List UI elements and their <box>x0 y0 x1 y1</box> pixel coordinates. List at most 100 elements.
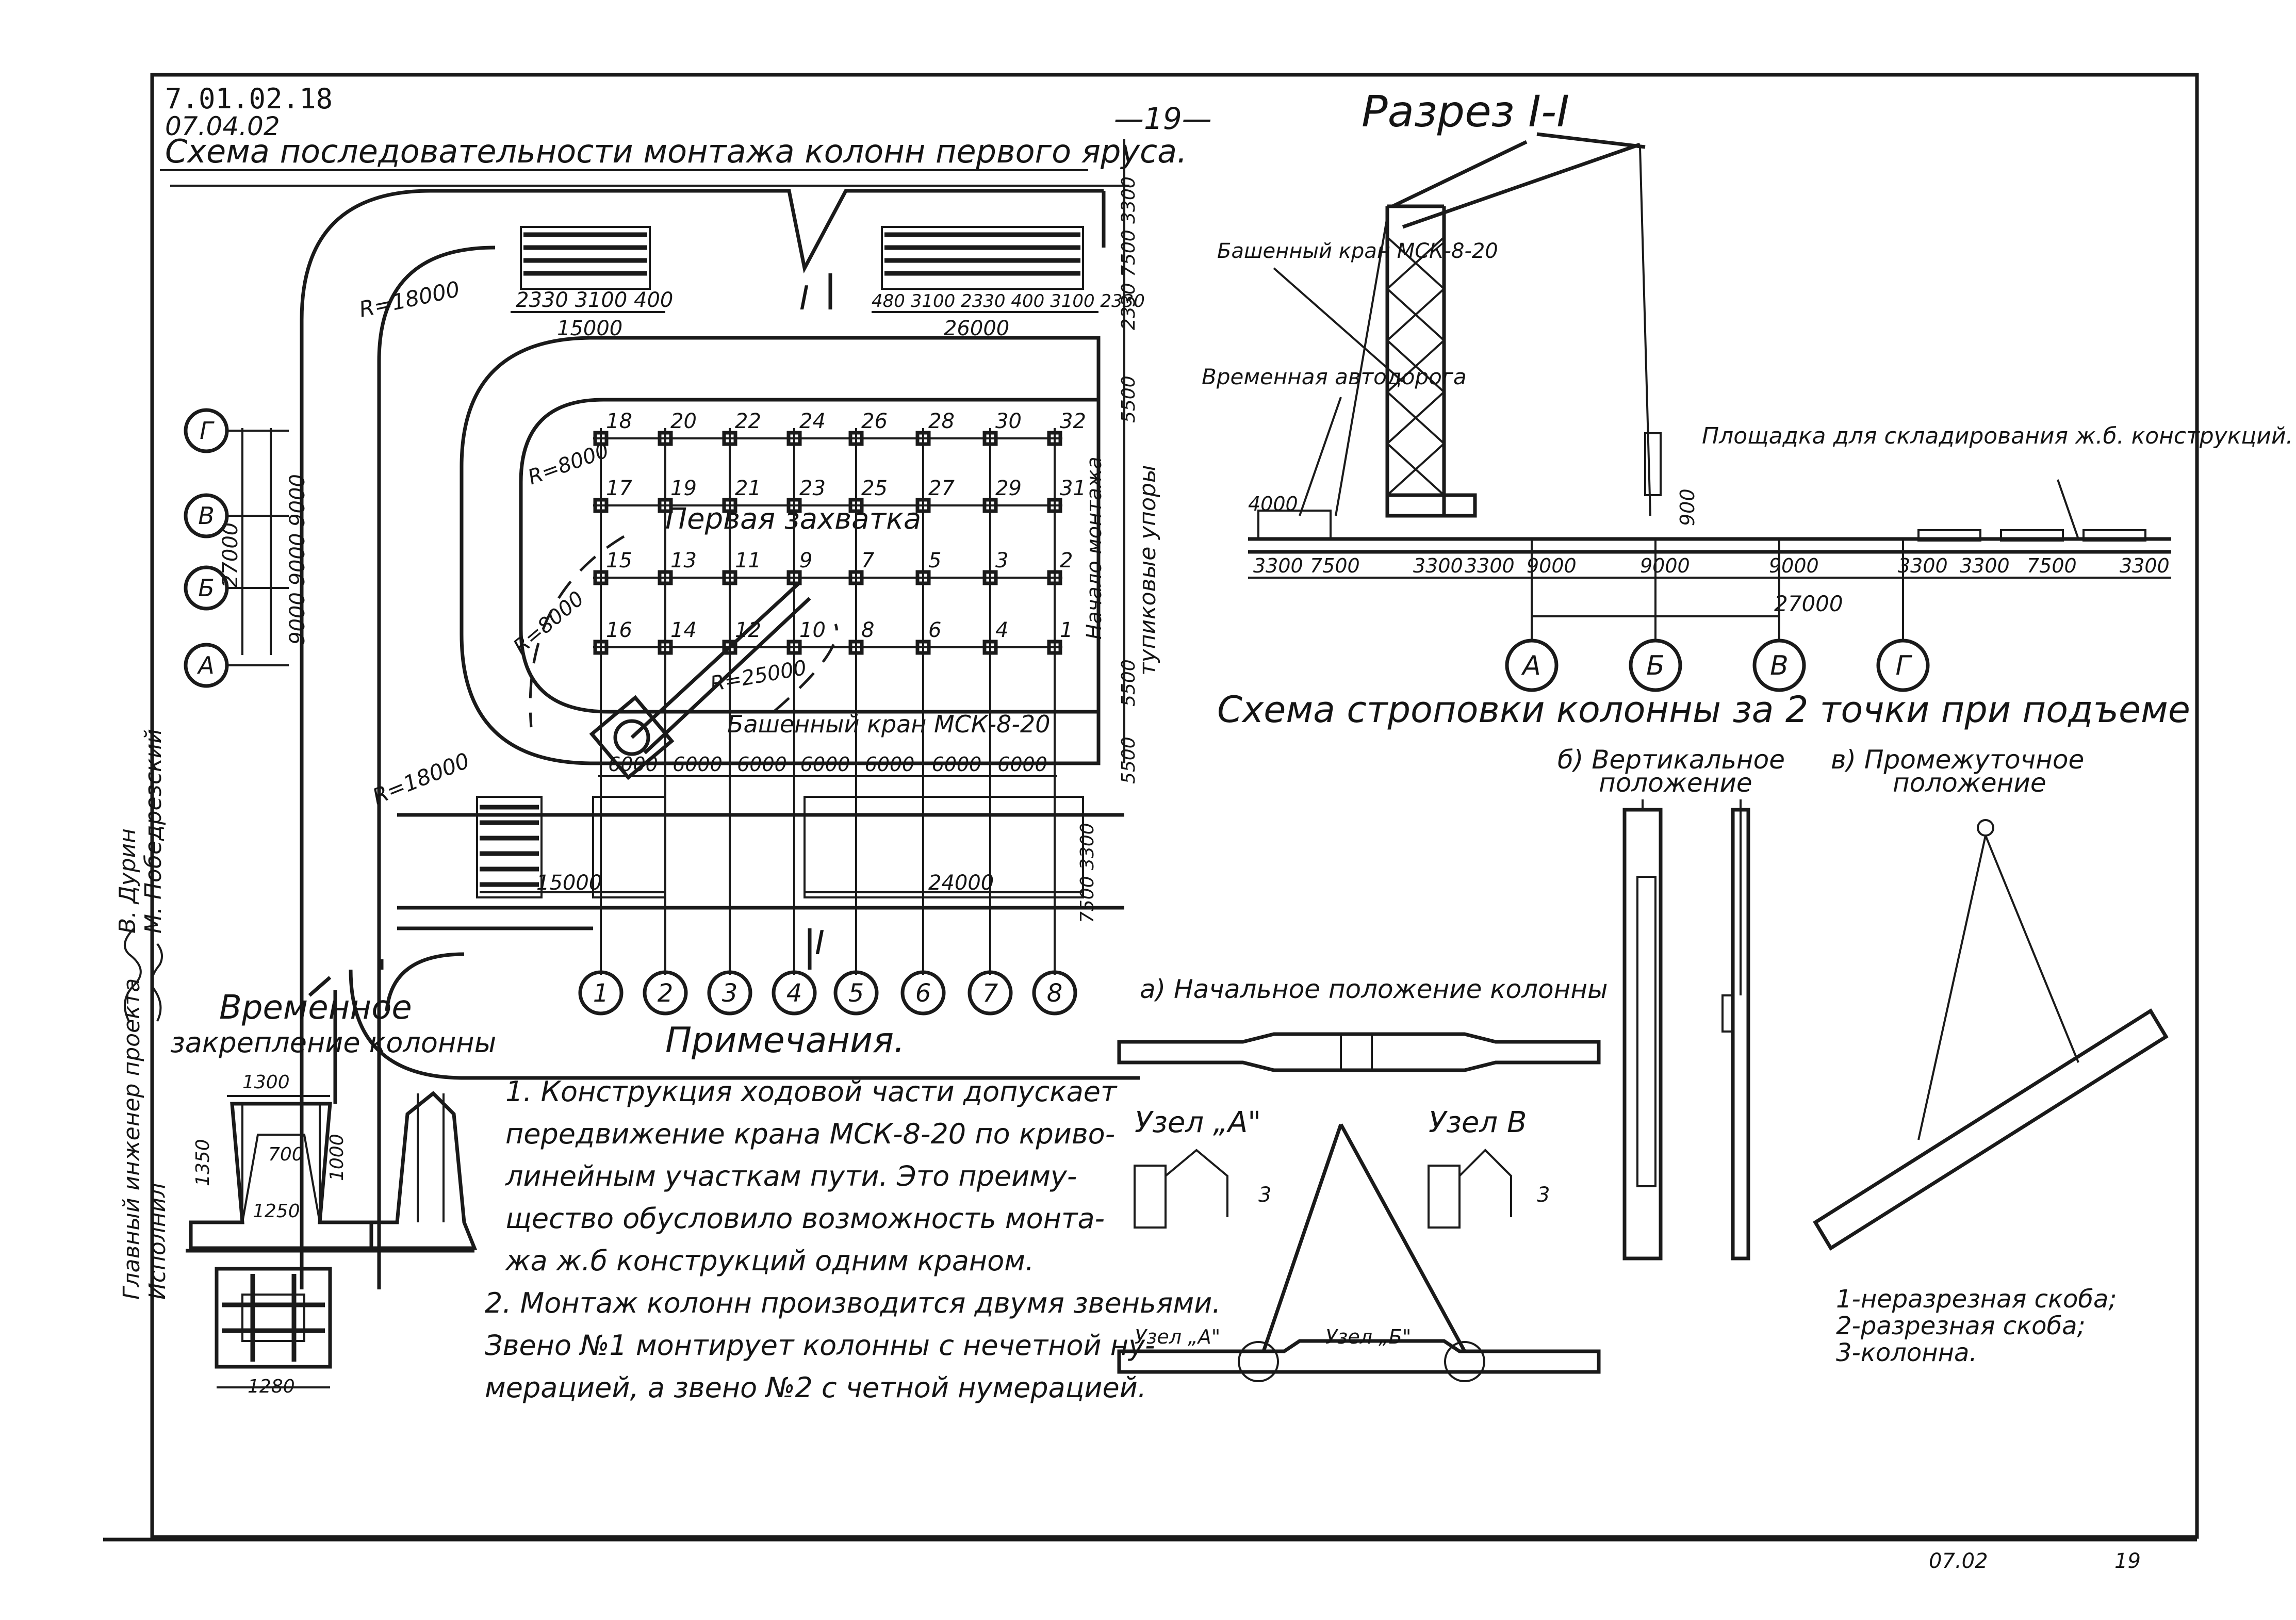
section-axis-marker <box>1505 639 1559 692</box>
temp-fix-dim-label: 1300 <box>242 1072 290 1093</box>
column-number-label: 14 <box>670 618 697 642</box>
dim-left-total: 15000 <box>557 317 622 340</box>
row-axis-label: Б <box>198 574 215 602</box>
section-dim-label: 3300 <box>1465 554 1515 577</box>
intermediate-position-2: положение <box>1893 768 2046 798</box>
section-dim-4000: 4000 <box>1248 493 1298 515</box>
section-dim-label: 9000 <box>1640 554 1690 577</box>
column-number-label: 23 <box>799 477 826 500</box>
column-number-label: 9 <box>799 549 812 572</box>
section-marker-top: I <box>799 280 809 318</box>
storage-stack-top-left <box>520 226 651 290</box>
temp-fix-dim-label: 1250 <box>253 1201 300 1222</box>
column-number-label: 11 <box>735 549 761 572</box>
storage-area-bottom-right <box>803 796 1084 898</box>
temp-fix-dim-label: 1350 <box>192 1139 214 1186</box>
column-number-label: 6 <box>928 618 941 642</box>
dim-left-parts: 2330 3100 400 <box>516 288 673 312</box>
column-number-label: 3 <box>995 549 1008 572</box>
signatory-name-2: М. Победрезский <box>140 729 167 934</box>
signatory-name-1: В. Дурин <box>114 828 141 934</box>
slinging-title: Схема строповки колонны за 2 точки при п… <box>1217 689 2190 731</box>
column-number-label: 1 <box>1060 618 1073 642</box>
sling-legend-item: 1-неразрезная скоба; <box>1836 1285 2117 1314</box>
stop-label: тупиковые упоры <box>1135 465 1161 676</box>
column-number-label: 2 <box>1060 549 1073 572</box>
column-spacing-label: 6000 <box>932 753 982 776</box>
dim-axes-total: 27000 <box>219 522 242 588</box>
column-number-label: 32 <box>1060 410 1086 433</box>
column-axis-label: 4 <box>786 979 802 1008</box>
node-b-callout: Узел „Б" <box>1325 1326 1411 1348</box>
section-dim-label: 9000 <box>1769 554 1819 577</box>
note-line: передвижение крана МСК-8-20 по криво- <box>505 1118 1115 1150</box>
column-axis-label: 8 <box>1047 979 1063 1008</box>
intermediate-position-1: в) Промежуточное <box>1831 745 2084 775</box>
column-number-label: 5 <box>928 549 941 572</box>
column-number-label: 20 <box>670 410 697 433</box>
section-axis-label: В <box>1770 650 1789 681</box>
section-title: Разрез I-I <box>1362 86 1569 137</box>
sling-legend-item: 3-колонна. <box>1836 1338 1977 1367</box>
page-number: —19— <box>1114 101 1212 136</box>
dim-vertical-5500-a: 5500 <box>1118 375 1139 423</box>
column-axis-label: 6 <box>915 979 931 1008</box>
column-number-label: 29 <box>995 477 1022 500</box>
column-axis-marker <box>967 970 1013 1016</box>
column-spacing-label: 6000 <box>865 753 915 776</box>
dim-vertical-top: 2330 7500 3300 <box>1118 176 1139 330</box>
plan-crane <box>589 581 811 780</box>
section-dim-label: 3300 <box>2120 554 2170 577</box>
column-axis-marker <box>707 970 752 1016</box>
section-dim-label: 7500 <box>2027 554 2077 577</box>
column-number-label: 18 <box>606 410 632 433</box>
column-axis-label: 7 <box>982 979 998 1008</box>
column-number-label: 8 <box>861 618 874 642</box>
column-axis-marker <box>833 970 879 1016</box>
section-view: Башенный кран МСК-8-20 Временная автодор… <box>1202 132 2293 692</box>
chief-engineer-label: Главный инженер проекта <box>119 978 145 1300</box>
section-road-label: Временная автодорога <box>1202 364 1467 389</box>
section-dim-label: 3300 <box>1253 554 1303 577</box>
notes-lines: 1. Конструкция ходовой части допускаетпе… <box>485 1075 1221 1404</box>
column-axis-label: 1 <box>593 979 609 1008</box>
site-plan: 2330 3100 400 15000 480 3100 2330 400 31… <box>170 139 1161 1289</box>
section-axis-label: Б <box>1646 650 1665 681</box>
temp-fix-title-1: Временное <box>219 989 412 1027</box>
dim-bottom-right: 24000 <box>928 871 994 895</box>
sling-legend: 1-неразрезная скоба;2-разрезная скоба;3-… <box>1836 1285 2117 1367</box>
footer-code: 07.02 <box>1929 1549 1988 1573</box>
signature-scribble-1 <box>124 927 142 1022</box>
vertical-position-2: положение <box>1599 768 1752 798</box>
section-axes: А Б В Г <box>1505 539 1930 692</box>
note-line: линейным участкам пути. Это преиму- <box>505 1160 1077 1192</box>
note-line: Звено №1 монтирует колонны с нечетной ну… <box>485 1329 1155 1362</box>
initial-position: а) Начальное положение колонны <box>1140 974 1608 1004</box>
note-line: мерацией, а звено №2 с четной нумерацией… <box>485 1371 1146 1404</box>
row-axis-label: Г <box>200 417 215 445</box>
vertical-position-1: б) Вертикальное <box>1557 745 1785 775</box>
column-number-label: 28 <box>928 410 955 433</box>
section-dim-label: 3300 <box>1898 554 1948 577</box>
dim-axes-left: 9000 9000 9000 <box>286 474 309 645</box>
section-axis-marker <box>1629 639 1682 692</box>
section-axis-label: Г <box>1896 650 1913 681</box>
row-axis-label: А <box>196 651 214 679</box>
section-axis-label: А <box>1521 650 1541 681</box>
column-number-label: 10 <box>799 618 826 642</box>
column-axis-marker <box>772 970 817 1016</box>
storage-stack-top-right <box>881 226 1084 290</box>
column-axis-marker <box>643 970 688 1016</box>
node-a-part-3: 3 <box>1258 1183 1271 1207</box>
column-number-label: 22 <box>735 410 761 433</box>
section-axis-marker <box>1876 639 1930 692</box>
column-number-label: 19 <box>670 477 697 500</box>
sheet-subcode: 07.04.02 <box>165 111 280 141</box>
section-crane-label: Башенный кран МСК-8-20 <box>1217 239 1498 263</box>
dim-bottom-left: 15000 <box>536 871 602 895</box>
